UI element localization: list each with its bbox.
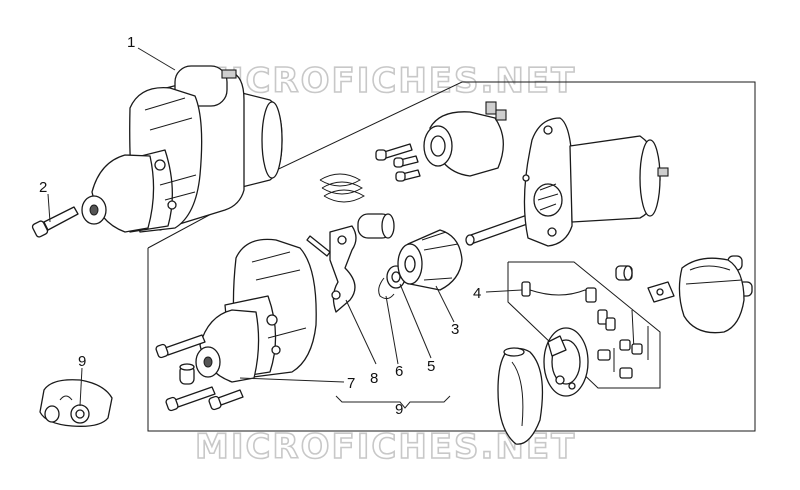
callout-9-group: 9	[395, 401, 403, 418]
watermark-top: MICROFICHES.NET	[195, 61, 576, 101]
drive-end-housing	[195, 238, 317, 383]
pinion-drive-gear	[397, 229, 463, 291]
mounting-bolt	[31, 206, 79, 238]
shift-fork-lever	[306, 173, 365, 313]
callout-6: 6	[395, 363, 403, 380]
callout-4: 4	[473, 285, 481, 302]
solenoid-switch	[423, 101, 507, 177]
armature-motor-housing	[465, 117, 669, 247]
callout-9-boot: 9	[78, 353, 86, 370]
housing-screws	[155, 334, 244, 412]
callout-7: 7	[347, 375, 355, 392]
callout-1: 1	[127, 34, 135, 51]
solenoid-plunger	[357, 213, 395, 239]
snap-ring	[378, 277, 395, 300]
callout-3: 3	[451, 321, 459, 338]
brush-holder-plate	[507, 261, 661, 389]
callout-2: 2	[39, 179, 47, 196]
starter-motor-assembly	[81, 65, 283, 233]
yoke-band	[678, 257, 745, 334]
callout-8: 8	[370, 370, 378, 387]
leader-lines	[47, 47, 523, 409]
protective-boot	[39, 379, 113, 427]
commutator-end-plate	[543, 327, 589, 397]
callout-5: 5	[427, 358, 435, 375]
solenoid-screws	[375, 143, 421, 182]
end-cover-cap	[497, 347, 544, 445]
